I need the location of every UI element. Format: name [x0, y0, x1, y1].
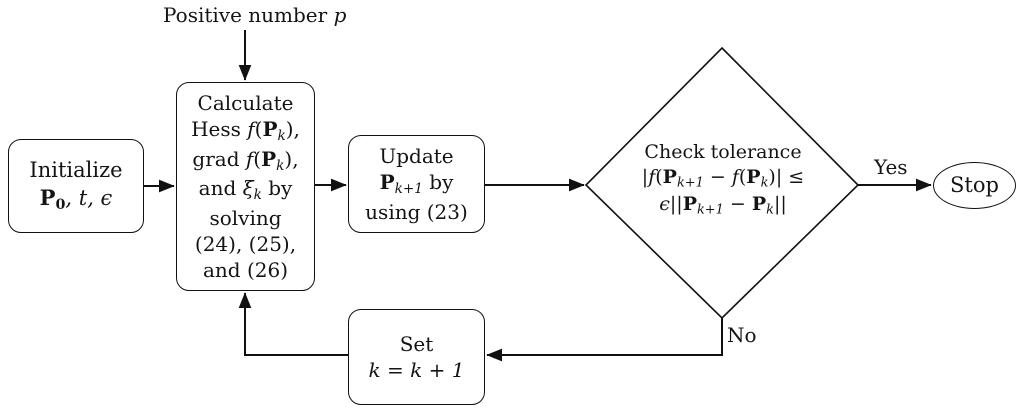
- node-update[interactable]: Update Pk+1 by using (23): [348, 135, 485, 233]
- node-calculate-line5: solving: [209, 205, 282, 230]
- node-set-line2: k = k + 1: [368, 358, 465, 382]
- node-initialize-line2: P0, t, ϵ: [40, 184, 113, 215]
- edge-label-no: No: [727, 323, 757, 347]
- node-update-line1: Update: [379, 144, 454, 169]
- node-stop-label: Stop: [950, 172, 999, 197]
- node-calculate[interactable]: Calculate Hess f(Pk), grad f(Pk), and ξk…: [176, 82, 315, 291]
- node-calculate-line7: and (26): [202, 257, 289, 282]
- node-decision-text[interactable]: Check tolerance |f(Pk+1 − f(Pk)| ≤ ϵ||Pk…: [598, 140, 848, 220]
- node-calculate-line1: Calculate: [197, 91, 294, 116]
- node-update-line2: Pk+1 by: [379, 170, 454, 198]
- initialize-rest: , t, ϵ: [65, 186, 113, 211]
- node-decision-line2: |f(Pk+1 − f(Pk)| ≤: [641, 165, 805, 191]
- input-label-symbol: p: [333, 3, 347, 27]
- node-initialize-line1: Initialize: [29, 158, 123, 183]
- edge-decision-to-set: [486, 318, 723, 362]
- node-stop[interactable]: Stop: [933, 162, 1016, 209]
- node-calculate-line6: (24), (25),: [194, 231, 297, 256]
- node-decision-line3: ϵ||Pk+1 − Pk||: [659, 193, 787, 218]
- node-update-line3: using (23): [365, 199, 468, 224]
- node-calculate-line2: Hess f(Pk),: [191, 117, 300, 145]
- symbol-P0: P0: [39, 185, 66, 214]
- node-set-line1: Set: [399, 332, 434, 356]
- node-set[interactable]: Set k = k + 1: [348, 309, 485, 405]
- input-label: Positive number p: [163, 3, 346, 27]
- edge-label-yes: Yes: [874, 155, 908, 179]
- input-label-text: Positive number: [163, 3, 334, 27]
- node-decision-line1: Check tolerance: [644, 141, 802, 163]
- node-calculate-line4: and ξk by: [198, 176, 293, 204]
- node-initialize[interactable]: Initialize P0, t, ϵ: [8, 139, 144, 233]
- node-calculate-line3: grad f(Pk),: [192, 146, 299, 174]
- edge-set-to-calculate: [238, 292, 348, 356]
